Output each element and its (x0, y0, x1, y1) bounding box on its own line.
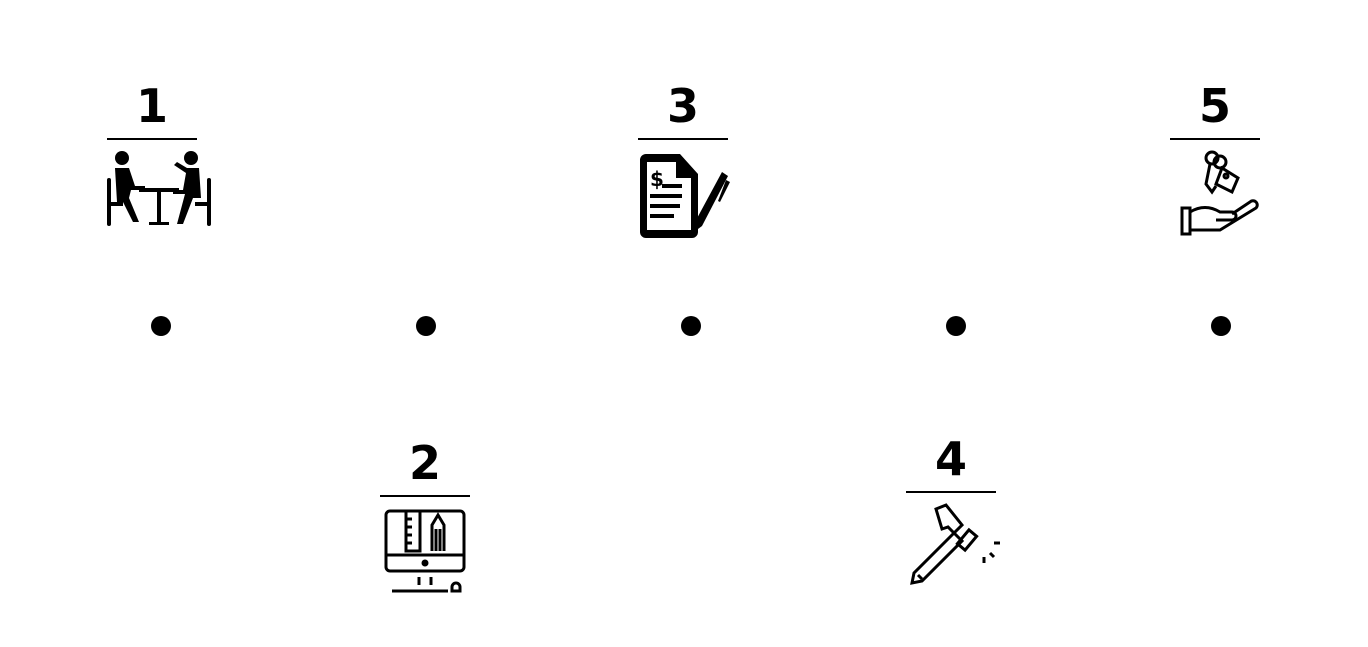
timeline-dot-2 (416, 316, 436, 336)
step-number: 2 (408, 436, 441, 490)
divider (638, 138, 728, 140)
divider (906, 491, 996, 493)
key-handover-icon (1180, 150, 1259, 236)
divider (380, 495, 470, 497)
step-5: 5 (1170, 80, 1260, 236)
svg-text:$: $ (650, 167, 664, 191)
step-number: 4 (934, 432, 967, 486)
step-number: 1 (135, 79, 168, 133)
step-number: 5 (1198, 79, 1231, 133)
construction-hammer-icon (910, 503, 1000, 585)
timeline-dot-5 (1211, 316, 1231, 336)
design-monitor-icon (384, 509, 466, 593)
contract-signing-icon: $ (640, 154, 730, 238)
step-number: 3 (666, 79, 699, 133)
meeting-icon (107, 151, 211, 226)
timeline-dot-4 (946, 316, 966, 336)
timeline-dot-1 (151, 316, 171, 336)
step-3: 3 $ (638, 79, 730, 240)
divider (107, 138, 197, 140)
divider (1170, 138, 1260, 140)
step-4: 4 (906, 432, 1000, 585)
step-1: 1 (107, 79, 211, 230)
step-2: 2 (380, 437, 470, 593)
timeline-dot-3 (681, 316, 701, 336)
